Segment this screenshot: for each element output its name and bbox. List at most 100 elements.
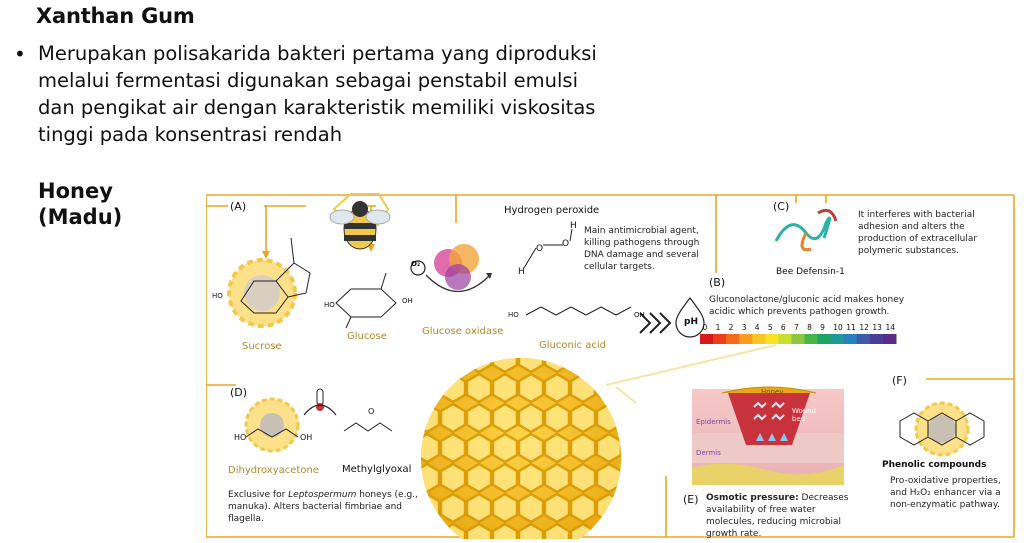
hydrogen-peroxide-structure — [523, 228, 573, 269]
wound-honey-label: Honey — [761, 388, 784, 396]
ph-color-cell — [765, 334, 779, 344]
ph-color-cell — [830, 334, 845, 344]
sucrose-flower — [227, 237, 311, 328]
h-atom-1: H — [570, 221, 577, 231]
glucose-label: Glucose — [347, 331, 387, 342]
ph-color-cell — [752, 334, 766, 344]
label-b: (B) — [709, 276, 726, 289]
ph-tick-label: 10 — [833, 323, 843, 332]
glucose-oxidase-enzyme — [410, 244, 492, 293]
gluconic-acid-label: Gluconic acid — [539, 340, 607, 351]
gluconolactone-description: Gluconolactone/gluconic acid makes honey… — [709, 295, 905, 317]
mgo-desc-2: honeys (e.g., manuka). Alters bacterial … — [228, 490, 418, 524]
phenolic-structure — [899, 401, 985, 457]
ph-color-cell — [856, 334, 871, 344]
h2o2-description: Main antimicrobial agent, killing pathog… — [584, 226, 700, 272]
label-f: (F) — [892, 374, 907, 387]
frame-lines — [206, 194, 1015, 538]
oh-gluconic: OH — [634, 311, 645, 319]
ph-color-cell — [778, 334, 792, 344]
epidermis-label: Epidermis — [696, 418, 731, 426]
o-mgo: O — [368, 407, 375, 416]
label-e: (E) — [683, 493, 699, 506]
mgo-description: Exclusive for Leptospermum honeys (e.g.,… — [228, 489, 418, 525]
osmotic-description: Osmotic pressure: Decreases availability… — [706, 492, 866, 540]
ph-color-cell — [700, 334, 714, 344]
o-atom-1: O — [536, 244, 544, 254]
phenolic-label: Phenolic compounds — [882, 460, 987, 470]
sucrose-label: Sucrose — [242, 341, 282, 352]
methylglyoxal-structure — [343, 422, 393, 432]
label-a: (A) — [230, 200, 247, 213]
connector-line-e — [615, 386, 637, 404]
ph-tick-label: 8 — [807, 323, 812, 332]
gluconic-acid-chain — [525, 306, 632, 316]
honey-title: Honey (Madu) — [38, 178, 123, 230]
mgo-desc-1: Exclusive for — [228, 490, 289, 500]
ph-drop-icon — [675, 297, 705, 338]
ph-tick-label: 3 — [741, 323, 747, 332]
ph-color-cell — [713, 334, 727, 344]
ph-scale-bar — [700, 334, 897, 344]
honeycomb-image — [421, 358, 621, 539]
glucose-structure — [335, 272, 397, 329]
ph-color-cell — [739, 334, 753, 344]
honey-title-line2: (Madu) — [38, 205, 123, 229]
dhap-label: Dihydroxyacetone — [228, 465, 319, 476]
bee-defensin-label: Bee Defensin-1 — [776, 267, 845, 277]
methylglyoxal-label: Methylglyoxal — [342, 464, 412, 475]
bee-defensin-structure — [774, 208, 838, 252]
xanthan-description: Merupakan polisakarida bakteri pertama y… — [38, 42, 597, 146]
ph-tick-label: 9 — [820, 323, 825, 332]
ph-tick-label: 11 — [846, 323, 856, 332]
h-atom-2: H — [518, 267, 525, 277]
osmotic-desc: Decreases availability of free water mol… — [706, 493, 849, 539]
oh-dhap: OH — [300, 433, 313, 442]
ph-tick-label: 12 — [859, 323, 869, 332]
mgo-desc-italic: Leptospermum — [288, 490, 357, 500]
hydrogen-peroxide-label: Hydrogen peroxide — [504, 205, 600, 216]
ph-badge: pH — [684, 317, 698, 327]
phenolic-description: Pro-oxidative properties, and H₂O₂ enhan… — [890, 476, 1001, 510]
ph-tick-label: 13 — [872, 323, 882, 332]
ho-gluconic: HO — [508, 311, 519, 319]
label-c: (C) — [773, 200, 790, 213]
bee-icon — [329, 193, 391, 250]
o-atom-2: O — [562, 239, 570, 249]
dhap-flower — [244, 397, 300, 453]
ph-color-cell — [726, 334, 740, 344]
label-d: (D) — [230, 386, 248, 399]
ph-color-cell — [804, 334, 819, 344]
ph-tick-label: 6 — [780, 323, 786, 332]
connector-line — [605, 344, 777, 386]
chevrons-arrow — [639, 312, 672, 334]
figure-canvas — [206, 193, 1015, 539]
ph-tick-label: 0 — [702, 323, 708, 332]
oh-glucose: OH — [402, 297, 413, 305]
ph-tick-label: 2 — [728, 323, 734, 332]
ph-tick-label: 7 — [794, 323, 799, 332]
o2-label: O₂ — [411, 260, 421, 268]
ph-tick-label: 5 — [767, 323, 773, 332]
ph-tick-label: 4 — [754, 323, 760, 332]
thermometer-icon — [303, 388, 337, 416]
ph-color-cell — [817, 334, 832, 344]
ph-color-cell — [882, 334, 897, 344]
dermis-label: Dermis — [696, 449, 721, 457]
wound-bed-label: Wound bed — [792, 407, 817, 423]
ph-tick-label: 1 — [715, 323, 721, 332]
wound-diagram — [692, 386, 844, 485]
ph-color-cell — [843, 334, 858, 344]
defensin-description: It interferes with bacterial adhesion an… — [858, 210, 978, 256]
osmotic-bold: Osmotic pressure: — [706, 493, 799, 503]
ph-color-cell — [791, 334, 806, 344]
ho-glucose: HO — [324, 301, 335, 309]
honey-antimicrobial-figure: (A) (B) (C) (D) (E) (F) Hydrogen peroxid… — [206, 193, 1016, 539]
bullet-marker: • — [14, 42, 26, 66]
ho-dhap: HO — [234, 433, 247, 442]
ph-tick-label: 14 — [885, 323, 895, 332]
honey-title-line1: Honey — [38, 179, 113, 203]
ph-color-cell — [869, 334, 884, 344]
glucose-oxidase-label: Glucose oxidase — [422, 326, 504, 337]
